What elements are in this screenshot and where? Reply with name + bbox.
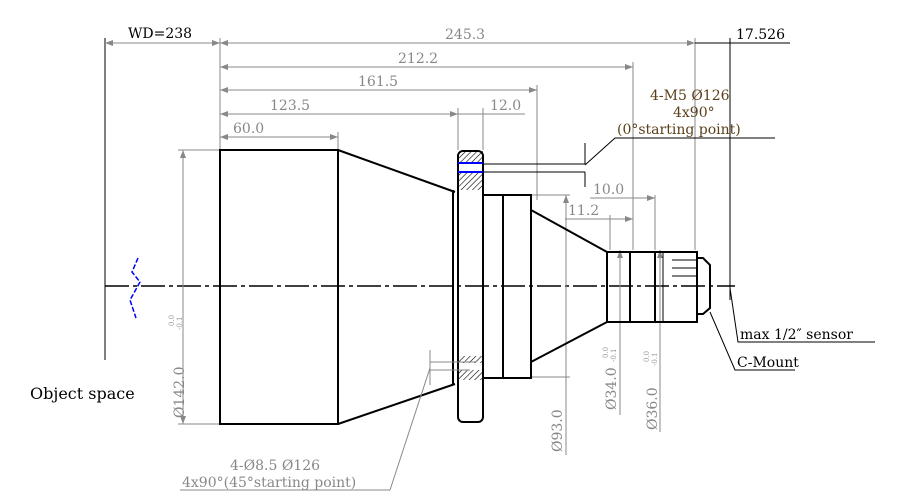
dia-36-label: Ø36.0 — [645, 387, 661, 430]
m5-start-note: (0°starting point) — [617, 122, 741, 138]
tolerance-upper: 0.0 — [602, 347, 610, 358]
dim-11-label: 11.2 — [568, 203, 599, 219]
dim-12-label: 12.0 — [490, 98, 521, 114]
dia-93-label: Ø93.0 — [550, 409, 566, 452]
dim-212-label: 212.2 — [398, 51, 438, 67]
break-symbol — [129, 257, 141, 319]
dim-10-label: 10.0 — [593, 182, 624, 198]
tolerance-upper: 0.0 — [643, 351, 651, 362]
c-mount-thread — [697, 257, 711, 315]
tolerance-lower: -0.1 — [176, 317, 184, 331]
dimension-lines — [105, 40, 790, 455]
holes-85-note: 4-Ø8.5 Ø126 — [230, 458, 320, 474]
back-focus-label: 17.526 — [736, 27, 785, 43]
dim-123-label: 123.5 — [270, 98, 310, 114]
leader-lines — [180, 137, 875, 491]
wd-label: WD=238 — [128, 26, 192, 42]
c-mount-label: C-Mount — [737, 355, 799, 371]
tolerance-upper: 0.0 — [168, 315, 176, 326]
dim-60-label: 60.0 — [233, 121, 264, 137]
dia-142-label: Ø142.0 — [172, 366, 188, 418]
total-length-label: 245.3 — [445, 27, 485, 43]
holes-85-angle-note: 4x90°(45°starting point) — [182, 475, 356, 491]
tolerance-lower: -0.1 — [651, 353, 659, 367]
m5-holes-note: 4-M5 Ø126 — [650, 88, 730, 104]
dia-34-label: Ø34.0 — [604, 367, 620, 410]
dim-161-label: 161.5 — [358, 74, 398, 90]
m5-angle-note: 4x90° — [673, 105, 715, 121]
sensor-label: max 1/2″ sensor — [740, 327, 853, 343]
tolerance-lower: -0.1 — [610, 349, 618, 363]
object-space-label: Object space — [30, 384, 135, 403]
lens-body — [219, 149, 711, 425]
